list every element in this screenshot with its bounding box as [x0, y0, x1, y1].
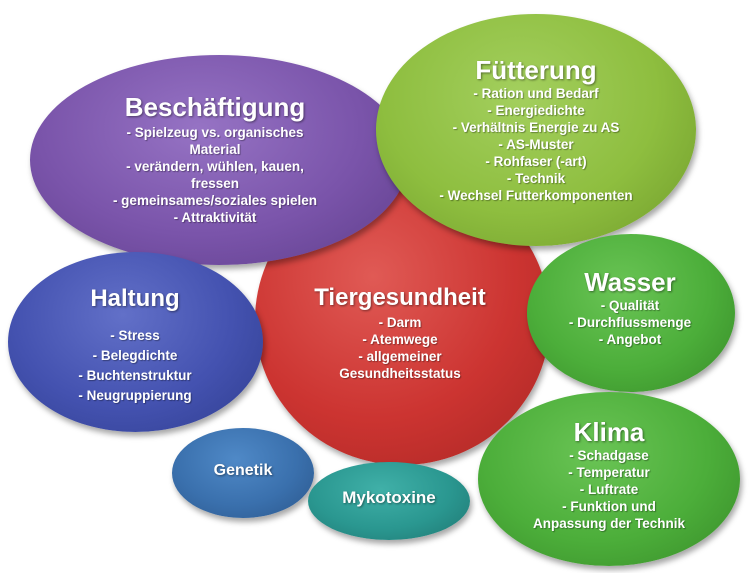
klima-bubble — [478, 392, 740, 566]
list-item: fressen — [190, 175, 240, 191]
list-item: Anpassung der Technik — [532, 515, 686, 531]
haltung-list: - Stress - Belegdichte - Buchtenstruktur… — [40, 326, 230, 406]
list-item: - Ration und Bedarf — [473, 85, 599, 101]
haltung-content: Haltung - Stress - Belegdichte - Buchten… — [40, 285, 230, 406]
list-item: - allgemeiner — [358, 349, 442, 365]
mykotoxine-content: Mykotoxine — [308, 488, 470, 508]
fuetterung-content: Fütterung - Ration und Bedarf - Energied… — [406, 56, 666, 204]
beschaeftigung-bubble — [30, 55, 408, 265]
fuetterung-bubble — [376, 14, 696, 246]
list-item: - Technik — [506, 170, 566, 186]
list-item: - Luftrate — [579, 481, 639, 497]
list-item: - verändern, wühlen, kauen, — [126, 158, 304, 174]
list-item: - Wechsel Futterkomponenten — [439, 187, 633, 203]
list-item: - Angebot — [598, 331, 662, 347]
beschaeftigung-content: Beschäftigung - Spielzeug vs. organische… — [70, 93, 360, 226]
list-item: - Schadgase — [569, 447, 649, 463]
list-item: - Spielzeug vs. organisches — [126, 124, 304, 140]
wasser-content: Wasser - Qualität - Durchflussmenge - An… — [545, 268, 715, 348]
wasser-list: - Qualität - Durchflussmenge - Angebot — [545, 297, 715, 348]
list-item: - Durchflussmenge — [568, 314, 692, 330]
genetik-title: Genetik — [213, 462, 273, 479]
beschaeftigung-title: Beschäftigung — [124, 92, 306, 122]
beschaeftigung-list: - Spielzeug vs. organisches Material - v… — [70, 124, 360, 226]
genetik-content: Genetik — [172, 462, 314, 480]
list-item: - Belegdichte — [92, 348, 178, 364]
list-item: - Buchtenstruktur — [78, 368, 192, 384]
wasser-title: Wasser — [584, 267, 676, 297]
klima-content: Klima - Schadgase - Temperatur - Luftrat… — [500, 418, 718, 532]
list-item: - Energiedichte — [487, 102, 585, 118]
haltung-title: Haltung — [90, 285, 180, 312]
klima-title: Klima — [573, 417, 645, 447]
list-item: - Qualität — [600, 297, 660, 313]
list-item: - Darm — [378, 315, 422, 331]
tiergesundheit-content: Tiergesundheit - Darm - Atemwege - allge… — [280, 284, 520, 382]
fuetterung-title: Fütterung — [475, 55, 597, 85]
list-item: - Atemwege — [362, 332, 438, 348]
klima-list: - Schadgase - Temperatur - Luftrate - Fu… — [500, 447, 718, 532]
list-item: - AS-Muster — [498, 136, 574, 152]
list-item: - Attraktivität — [173, 209, 257, 225]
mykotoxine-title: Mykotoxine — [342, 488, 436, 507]
list-item: Material — [189, 141, 241, 157]
genetik-bubble — [172, 428, 314, 518]
wasser-bubble — [527, 234, 735, 392]
tiergesundheit-title: Tiergesundheit — [314, 284, 486, 311]
list-item: - Neugruppierung — [78, 388, 192, 404]
mykotoxine-bubble — [308, 462, 470, 540]
fuetterung-list: - Ration und Bedarf - Energiedichte - Ve… — [406, 85, 666, 204]
list-item: - Verhältnis Energie zu AS — [452, 119, 620, 135]
list-item: - Rohfaser (-art) — [485, 153, 587, 169]
list-item: - Funktion und — [562, 498, 656, 514]
list-item: - gemeinsames/soziales spielen — [112, 192, 318, 208]
list-item: - Temperatur — [568, 464, 650, 480]
tiergesundheit-list: - Darm - Atemwege - allgemeiner Gesundhe… — [280, 314, 520, 382]
list-item: Gesundheitsstatus — [339, 366, 461, 382]
list-item: - Stress — [110, 328, 160, 344]
haltung-bubble — [8, 252, 263, 432]
